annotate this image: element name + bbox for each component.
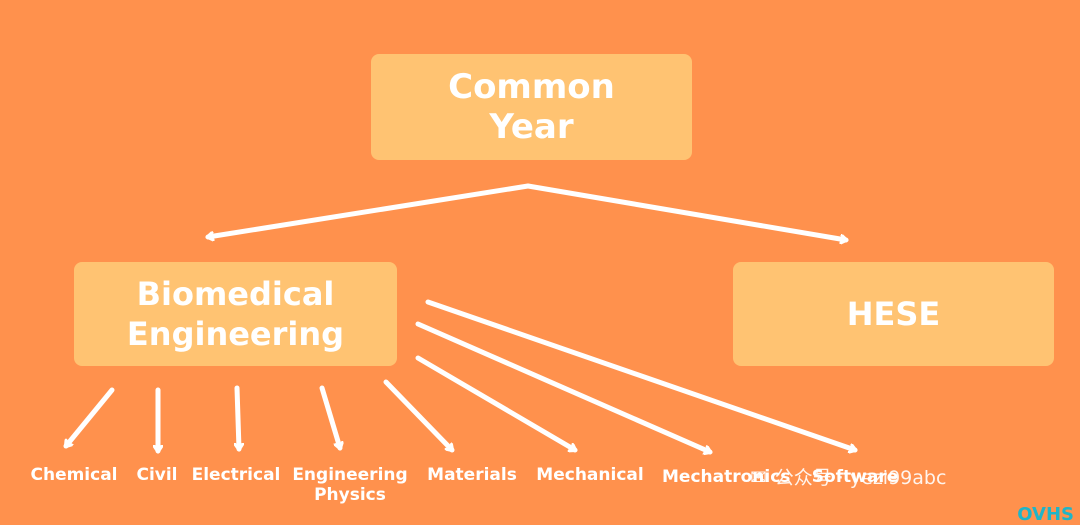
node-hese: HESE <box>733 262 1054 366</box>
arrow-to-software <box>425 299 858 450</box>
node-hese-label: HESE <box>846 295 941 333</box>
leaf-materials: Materials <box>425 465 519 485</box>
arrow-to-electrical <box>237 385 239 452</box>
leaf-label: Mechatronics <box>662 467 791 487</box>
arrow-to-mechatronics <box>415 321 713 452</box>
watermark: ✉ 公众号 · yezi99abc <box>750 463 946 490</box>
node-biomedical-engineering: Biomedical Engineering <box>74 262 397 366</box>
arrow-to-chemical <box>63 387 115 449</box>
leaf-engineering-physics: Engineering Physics <box>292 465 408 505</box>
node-bme-line2: Engineering <box>126 315 345 353</box>
corner-logo: OVHS <box>1017 504 1074 525</box>
leaf-civil: Civil <box>134 465 180 485</box>
arrow-root-to-bme <box>205 183 531 237</box>
node-bme-line1: Biomedical <box>136 275 335 313</box>
leaf-mechanical: Mechanical <box>534 465 646 485</box>
leaf-label: Civil <box>136 465 178 485</box>
node-common-year: Common Year <box>371 54 692 160</box>
arrow-to-engineering-physics <box>319 385 340 451</box>
arrow-to-materials <box>383 379 455 453</box>
leaf-label-line2: Physics <box>314 485 386 505</box>
node-common-year-line2: Year <box>489 107 574 147</box>
leaf-electrical: Electrical <box>190 465 282 485</box>
leaf-label: Mechanical <box>536 465 644 485</box>
watermark-text: 公众号 · yezi99abc <box>774 467 947 489</box>
leaf-label: Chemical <box>30 465 118 485</box>
leaf-label-line1: Engineering <box>292 465 408 485</box>
arrow-root-to-hese <box>525 183 849 240</box>
leaf-mechatronics: Mechatronics <box>662 467 791 487</box>
leaf-software: Software <box>808 467 902 487</box>
leaf-label: Materials <box>427 465 517 485</box>
arrow-to-mechanical <box>415 355 578 453</box>
wechat-icon: ✉ <box>750 464 767 489</box>
leaf-label: Software <box>811 467 899 487</box>
leaf-chemical: Chemical <box>30 465 118 485</box>
node-common-year-line1: Common <box>448 67 615 107</box>
leaf-label: Electrical <box>191 465 281 485</box>
